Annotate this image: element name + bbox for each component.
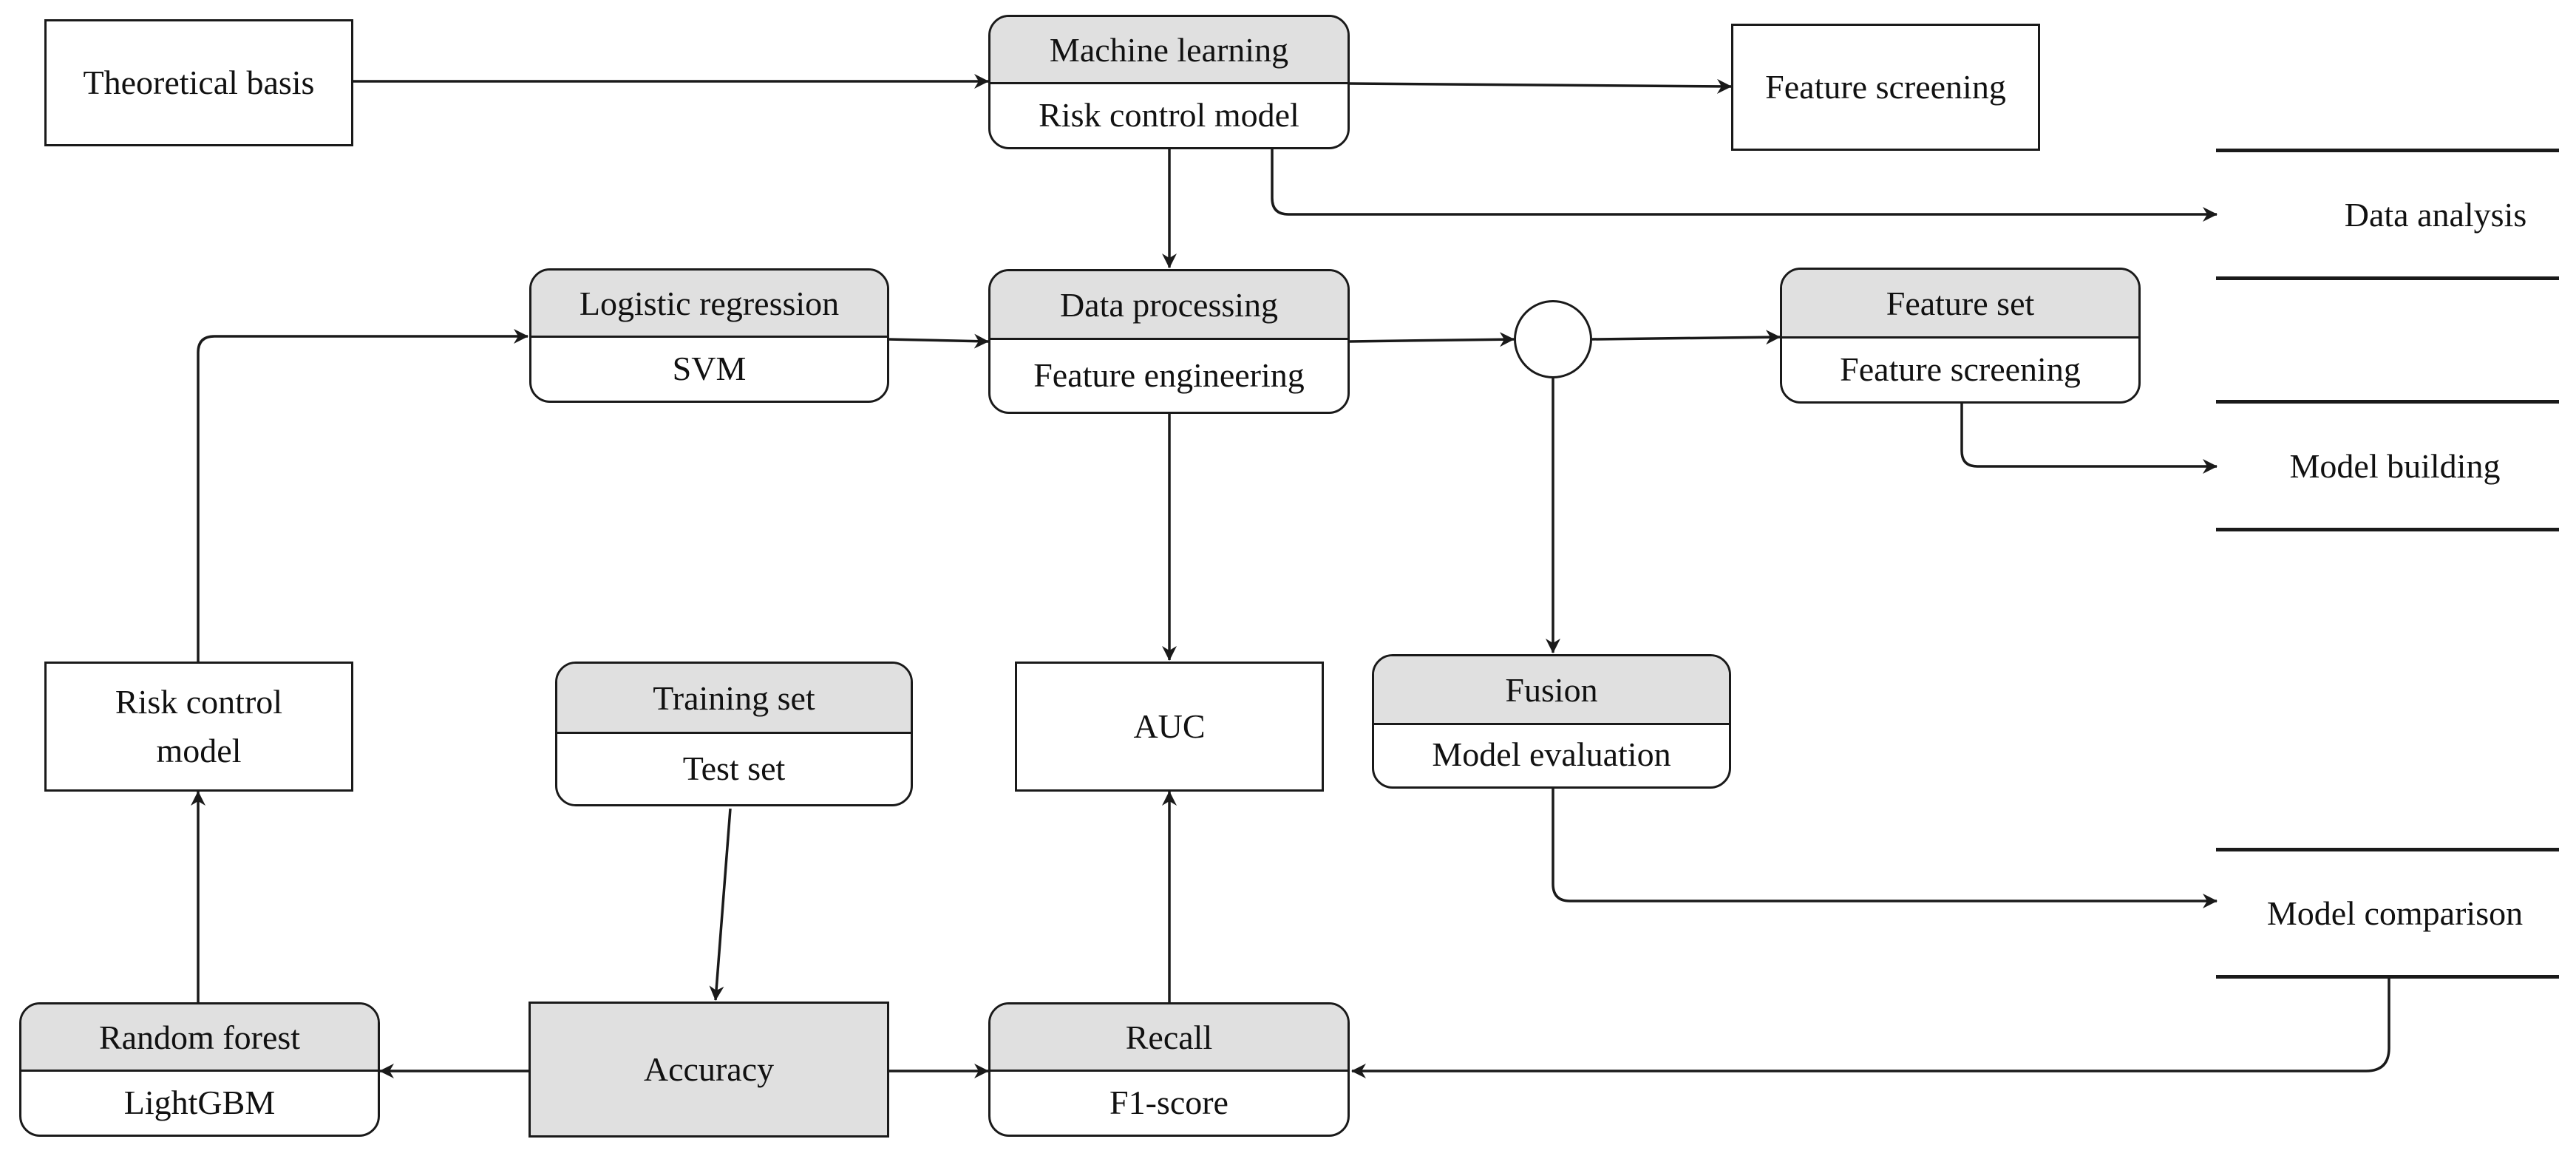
arrow-junction-to-featureset [1591, 330, 1781, 345]
feature-engineering-label: Feature engineering [1033, 356, 1305, 394]
data-analysis-store: Data analysis [2216, 149, 2559, 280]
arrow-model-comparison-to-recall [1351, 979, 2390, 1078]
data-analysis-label: Data analysis [2344, 195, 2527, 234]
risk-control-model-box: Risk control model [44, 662, 353, 792]
training-set-label: Training set [557, 664, 911, 734]
store-top-line [2216, 848, 2559, 851]
logistic-regression-label: Logistic regression [531, 271, 887, 338]
feature-set-node: Feature set Feature screening [1780, 268, 2141, 404]
logistic-regression-node: Logistic regression SVM [529, 268, 889, 403]
model-evaluation-label: Model evaluation [1432, 735, 1671, 773]
store-top-line [2216, 400, 2559, 404]
data-processing-node: Data processing Feature engineering [988, 269, 1350, 414]
auc-box: AUC [1015, 662, 1324, 792]
store-bottom-line [2216, 528, 2559, 531]
random-forest-label: Random forest [21, 1004, 378, 1072]
feature-screening-box: Feature screening [1731, 24, 2040, 151]
training-set-node: Training set Test set [555, 662, 913, 806]
f1-score-label: F1-score [1109, 1083, 1228, 1121]
arrow-fusion-to-model-comparison [1552, 789, 2218, 908]
data-processing-label: Data processing [990, 271, 1348, 340]
arrow-dataproc-to-junction [1349, 332, 1515, 347]
random-forest-node: Random forest LightGBM [19, 1002, 380, 1137]
store-bottom-line [2216, 276, 2559, 280]
model-building-store: Model building [2216, 400, 2559, 531]
recall-label: Recall [990, 1004, 1348, 1072]
recall-node: Recall F1-score [988, 1002, 1350, 1137]
risk-control-model-label: Risk control model [1039, 95, 1299, 134]
lightgbm-label: LightGBM [123, 1083, 276, 1121]
fusion-node: Fusion Model evaluation [1372, 654, 1731, 789]
store-top-line [2216, 149, 2559, 152]
machine-learning-label: Machine learning [990, 17, 1348, 84]
theoretical-basis-box: Theoretical basis [44, 19, 353, 146]
model-comparison-label: Model comparison [2266, 894, 2524, 932]
feature-screening-label: Feature screening [1840, 350, 2081, 388]
fusion-label: Fusion [1374, 656, 1729, 725]
arrow-ml-to-feature-screening [1349, 78, 1732, 94]
junction-circle [1514, 300, 1592, 378]
feature-set-label: Feature set [1782, 270, 2138, 339]
arrow-logreg-to-dataproc [887, 333, 989, 349]
accuracy-box: Accuracy [529, 1002, 889, 1138]
model-comparison-store: Model comparison [2216, 848, 2559, 979]
arrow-ml-to-data-analysis [1271, 148, 2218, 222]
model-building-label: Model building [2289, 446, 2501, 485]
arrow-risk-model-to-logreg [197, 329, 529, 662]
arrow-featureset-to-model-building [1960, 403, 2218, 474]
svm-label: SVM [672, 349, 747, 387]
arrow-training-to-accuracy [709, 808, 732, 1001]
test-set-label: Test set [682, 749, 786, 787]
machine-learning-node: Machine learning Risk control model [988, 15, 1350, 149]
store-bottom-line [2216, 975, 2559, 979]
